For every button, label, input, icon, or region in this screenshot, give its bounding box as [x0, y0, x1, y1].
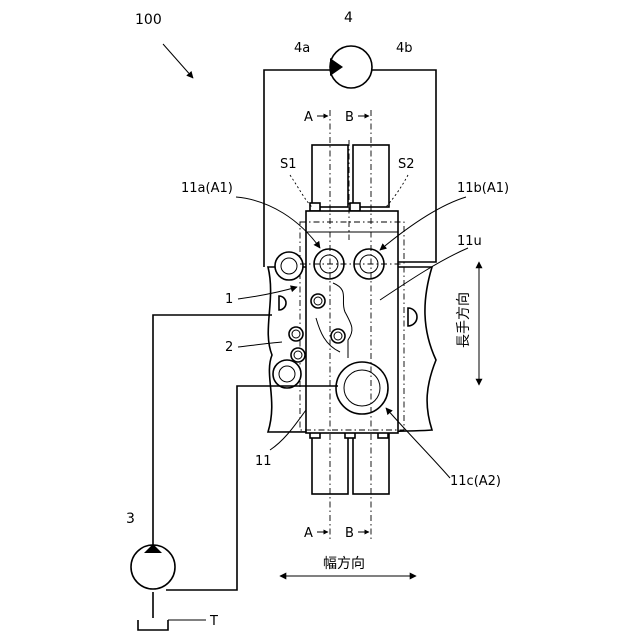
bolt-1 [311, 294, 325, 308]
label-base-plate: 2 [225, 340, 233, 355]
device-arrow [163, 44, 193, 78]
spool-cap-right [350, 203, 360, 211]
bolt-3 [291, 348, 305, 362]
base-port-upper [275, 252, 303, 280]
label-port-11c: 11c(A2) [450, 474, 501, 489]
label-motor: 4 [344, 10, 353, 26]
bolt-4 [331, 329, 345, 343]
label-section-a-top: A [304, 110, 313, 125]
bolt-edge-left [279, 296, 286, 310]
label-device: 100 [135, 12, 162, 28]
label-section-a-bottom: A [304, 526, 313, 541]
label-housing: 11 [255, 454, 272, 469]
label-tank: T [209, 614, 218, 629]
pump-supply-line [153, 315, 272, 548]
bolt-2 [289, 327, 303, 341]
label-motor-port-a: 4a [294, 41, 310, 56]
label-section-b-bottom: B [345, 526, 354, 541]
label-spool-s2: S2 [398, 157, 415, 172]
spool-cap-left [310, 203, 320, 211]
label-valve-block: 1 [225, 292, 233, 307]
label-longitudinal-direction: 長手方向 [456, 292, 472, 348]
label-port-11a: 11a(A1) [181, 181, 233, 196]
label-face-11u: 11u [457, 234, 482, 249]
label-port-11b: 11b(A1) [457, 181, 509, 196]
label-motor-port-b: 4b [396, 41, 413, 56]
label-width-direction: 幅方向 [323, 556, 365, 572]
label-spool-s1: S1 [280, 157, 297, 172]
label-section-b-top: B [345, 110, 354, 125]
tank-symbol [138, 620, 168, 630]
label-pump: 3 [126, 511, 135, 527]
leader-s1 [290, 175, 312, 207]
base-port-lower [273, 360, 301, 388]
